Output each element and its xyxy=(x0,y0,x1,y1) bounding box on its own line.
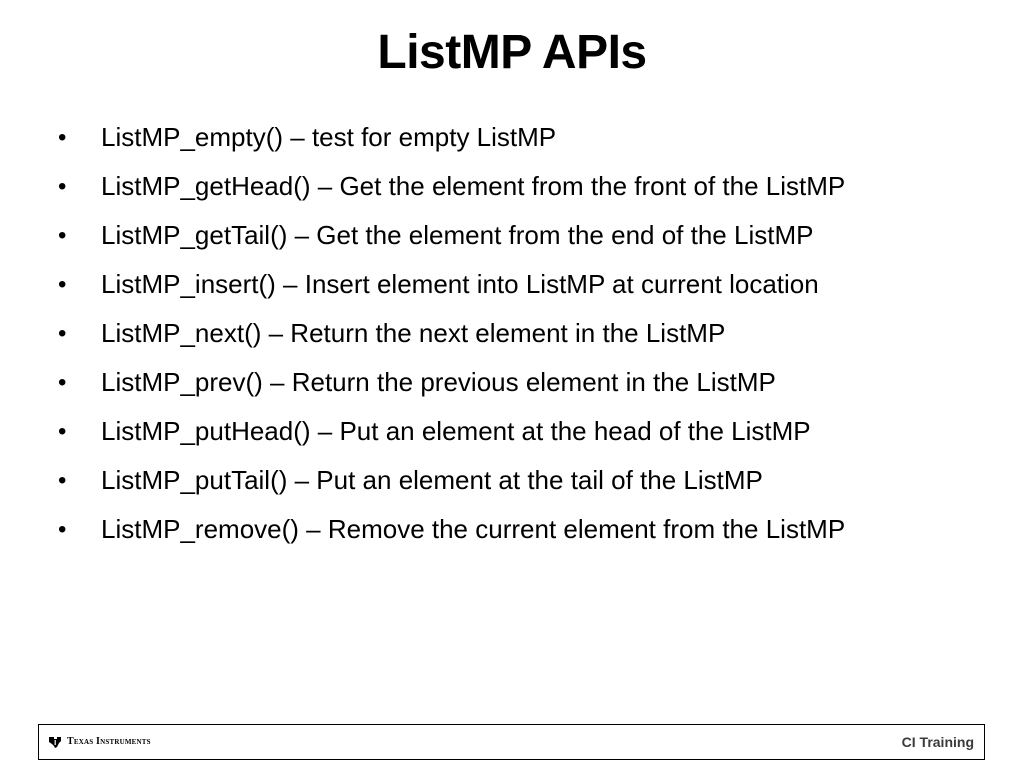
bullet-icon: • xyxy=(58,271,67,298)
bullet-text: ListMP_remove() – Remove the current ele… xyxy=(101,514,846,544)
bullet-icon: • xyxy=(58,418,67,445)
footer-training-label: CI Training xyxy=(901,734,974,750)
bullet-text: ListMP_getTail() – Get the element from … xyxy=(101,220,814,250)
bullet-item: • ListMP_empty() – test for empty ListMP xyxy=(58,117,978,158)
texas-instruments-logo-icon xyxy=(49,737,61,748)
bullet-text: ListMP_empty() – test for empty ListMP xyxy=(101,122,557,152)
bullet-icon: • xyxy=(58,320,67,347)
ti-logo: Texas Instruments xyxy=(48,734,151,750)
bullet-item: • ListMP_prev() – Return the previous el… xyxy=(58,362,978,403)
bullet-text: ListMP_prev() – Return the previous elem… xyxy=(101,367,776,397)
bullet-item: • ListMP_remove() – Remove the current e… xyxy=(58,509,978,550)
bullet-icon: • xyxy=(58,467,67,494)
bullet-item: • ListMP_getHead() – Get the element fro… xyxy=(58,166,978,207)
bullet-text: ListMP_insert() – Insert element into Li… xyxy=(101,269,819,299)
bullet-text: ListMP_getHead() – Get the element from … xyxy=(101,171,846,201)
bullet-item: • ListMP_next() – Return the next elemen… xyxy=(58,313,978,354)
bullet-item: • ListMP_putTail() – Put an element at t… xyxy=(58,460,978,501)
bullet-icon: • xyxy=(58,124,67,151)
bullet-icon: • xyxy=(58,369,67,396)
bullet-list: • ListMP_empty() – test for empty ListMP… xyxy=(58,117,978,558)
bullet-icon: • xyxy=(58,173,67,200)
bullet-item: • ListMP_insert() – Insert element into … xyxy=(58,264,978,305)
slide-title: ListMP APIs xyxy=(377,26,647,79)
footer-bar: Texas Instruments CI Training xyxy=(38,724,985,760)
bullet-icon: • xyxy=(58,516,67,543)
bullet-item: • ListMP_getTail() – Get the element fro… xyxy=(58,215,978,256)
bullet-text: ListMP_putHead() – Put an element at the… xyxy=(101,416,811,446)
bullet-icon: • xyxy=(58,222,67,249)
ti-logo-text: Texas Instruments xyxy=(67,736,151,747)
bullet-text: ListMP_next() – Return the next element … xyxy=(101,318,726,348)
bullet-item: • ListMP_putHead() – Put an element at t… xyxy=(58,411,978,452)
bullet-text: ListMP_putTail() – Put an element at the… xyxy=(101,465,763,495)
